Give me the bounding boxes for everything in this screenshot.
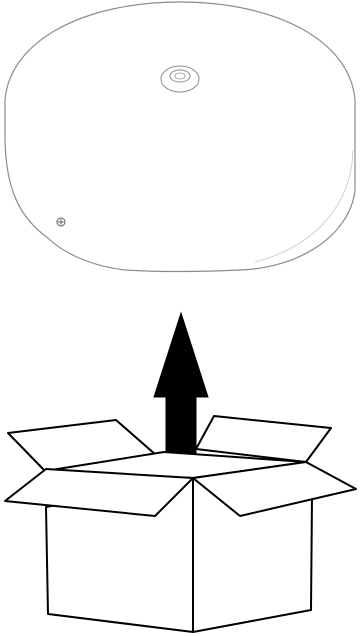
screw-icon <box>57 218 65 226</box>
center-hub-hole <box>175 73 185 79</box>
disc-cover-outline <box>5 2 355 272</box>
disc-cover-icon <box>5 2 355 272</box>
